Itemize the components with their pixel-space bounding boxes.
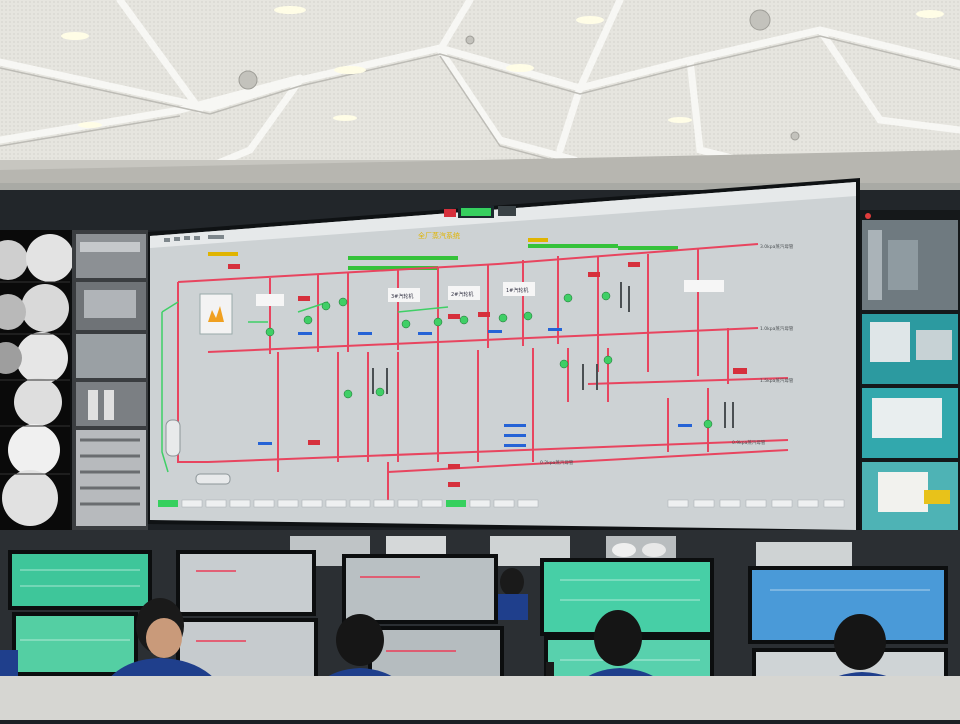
unit-box-1 xyxy=(503,282,535,296)
unit-label-3: 3#汽轮机 xyxy=(391,293,413,300)
main-label-3kpa: 3.0kpa蒸汽母管 xyxy=(760,243,794,250)
ceiling-panels xyxy=(0,0,960,200)
unit-label-1: 1#汽轮机 xyxy=(506,287,528,294)
left-video-wall xyxy=(0,230,148,530)
main-label-0-9kpa: 0.9kpa蒸汽母管 xyxy=(732,439,766,446)
main-hmi-screen: 全厂蒸汽系统 xyxy=(148,172,860,534)
ceiling xyxy=(0,0,960,200)
red-steam-pipes xyxy=(177,243,789,502)
steam-system-diagram: 全厂蒸汽系统 xyxy=(148,178,860,534)
diagram-title: 全厂蒸汽系统 xyxy=(418,231,460,240)
sphere-feed-column xyxy=(0,230,74,530)
turbine-units: 3#汽轮机 2#汽轮机 1#汽轮机 xyxy=(199,280,724,335)
hmi-nav-tabs xyxy=(158,499,845,508)
unit-box-2 xyxy=(448,286,480,300)
camera-feeds xyxy=(0,230,148,530)
value-labels xyxy=(258,328,692,447)
plant-feed-column xyxy=(72,230,148,530)
main-label-0-2kpa: 0.2kpa蒸汽母管 xyxy=(540,459,574,466)
right-video-wall xyxy=(858,210,960,535)
camera-feeds-right xyxy=(858,210,960,535)
valve-icons xyxy=(265,291,713,429)
tank-icon xyxy=(165,419,181,457)
cycle-button-icon xyxy=(195,473,231,485)
alarm-indicator xyxy=(444,209,456,217)
hmi-background xyxy=(150,182,856,530)
unit-label-2: 2#汽轮机 xyxy=(451,291,473,298)
alarm-boxes xyxy=(228,262,747,487)
desk-surface xyxy=(0,676,960,720)
soffit-edge xyxy=(0,183,960,193)
unit-box-3 xyxy=(388,288,420,302)
main-label-1-5kpa: 1.5kpa蒸汽母管 xyxy=(760,377,794,384)
main-label-1kpa: 1.0kpa蒸汽母管 xyxy=(760,325,794,332)
